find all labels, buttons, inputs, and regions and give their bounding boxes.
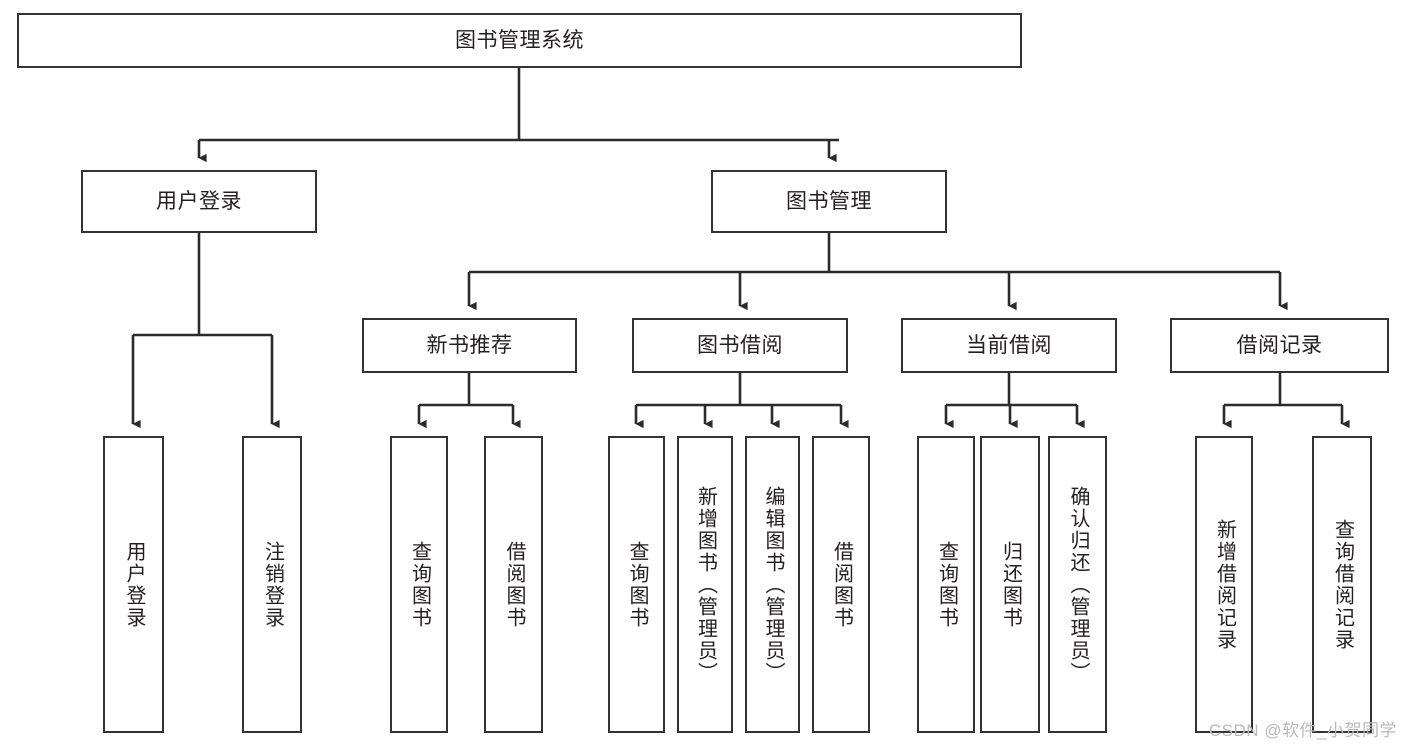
node-root[interactable]: 图书管理系统: [17, 13, 1022, 68]
leaf-logout[interactable]: 注销登录: [242, 436, 302, 733]
leaf-borrow-book-new-label: 借阅图书: [503, 540, 525, 629]
node-current-borrow[interactable]: 当前借阅: [901, 318, 1117, 373]
leaf-user-login-label: 用户登录: [123, 540, 145, 629]
leaf-add-borrow-record-label: 新增借阅记录: [1213, 518, 1236, 651]
node-current-borrow-label: 当前借阅: [966, 333, 1052, 357]
leaf-confirm-return-admin-label: 确认归还（管理员）: [1067, 485, 1089, 684]
leaf-edit-book-admin[interactable]: 编辑图书（管理员）: [745, 436, 800, 733]
leaf-borrow-book-label: 借阅图书: [830, 540, 853, 629]
node-borrow-record-label: 借阅记录: [1236, 333, 1323, 357]
newbook-leaf-connectors: [417, 373, 521, 429]
node-borrow-record[interactable]: 借阅记录: [1170, 318, 1389, 373]
leaf-logout-label: 注销登录: [261, 540, 284, 629]
node-user-login[interactable]: 用户登录: [81, 170, 317, 233]
node-book-borrow-label: 图书借阅: [697, 333, 783, 357]
leaf-return-book-label: 归还图书: [999, 540, 1022, 629]
leaf-add-borrow-record[interactable]: 新增借阅记录: [1195, 436, 1253, 733]
booklogin-branch-connectors: [131, 233, 280, 429]
leaf-borrow-book-new[interactable]: 借阅图书: [484, 436, 543, 733]
leaf-borrow-book[interactable]: 借阅图书: [812, 436, 870, 733]
leaf-query-book-new[interactable]: 查询图书: [390, 436, 448, 733]
leaf-query-book-current-label: 查询图书: [935, 540, 958, 629]
leaf-query-book-borrow[interactable]: 查询图书: [608, 436, 665, 733]
leaf-add-book-admin-label: 新增图书（管理员）: [694, 485, 717, 684]
leaf-return-book[interactable]: 归还图书: [980, 436, 1040, 733]
current-leaf-connectors: [944, 373, 1085, 429]
node-root-label: 图书管理系统: [455, 28, 584, 52]
node-new-book-recommend-label: 新书推荐: [426, 333, 513, 357]
leaf-query-borrow-record-label: 查询借阅记录: [1331, 518, 1354, 651]
node-user-login-label: 用户登录: [156, 189, 242, 213]
root-to-level2-connectors: [197, 68, 839, 163]
borrow-leaf-connectors: [634, 373, 849, 429]
leaf-user-login[interactable]: 用户登录: [103, 436, 164, 733]
node-book-management-label: 图书管理: [786, 189, 872, 213]
bookmanage-branch-connectors: [467, 233, 1288, 311]
node-book-borrow[interactable]: 图书借阅: [632, 318, 848, 373]
node-new-book-recommend[interactable]: 新书推荐: [362, 318, 577, 373]
leaf-query-book-current[interactable]: 查询图书: [917, 436, 975, 733]
leaf-query-book-borrow-label: 查询图书: [626, 540, 648, 629]
leaf-query-book-new-label: 查询图书: [408, 540, 431, 629]
leaf-confirm-return-admin[interactable]: 确认归还（管理员）: [1048, 436, 1107, 733]
leaf-add-book-admin[interactable]: 新增图书（管理员）: [677, 436, 733, 733]
leaf-edit-book-admin-label: 编辑图书（管理员）: [762, 485, 784, 684]
leaf-query-borrow-record[interactable]: 查询借阅记录: [1312, 436, 1372, 733]
record-leaf-connectors: [1222, 373, 1350, 429]
node-book-management[interactable]: 图书管理: [711, 170, 947, 233]
